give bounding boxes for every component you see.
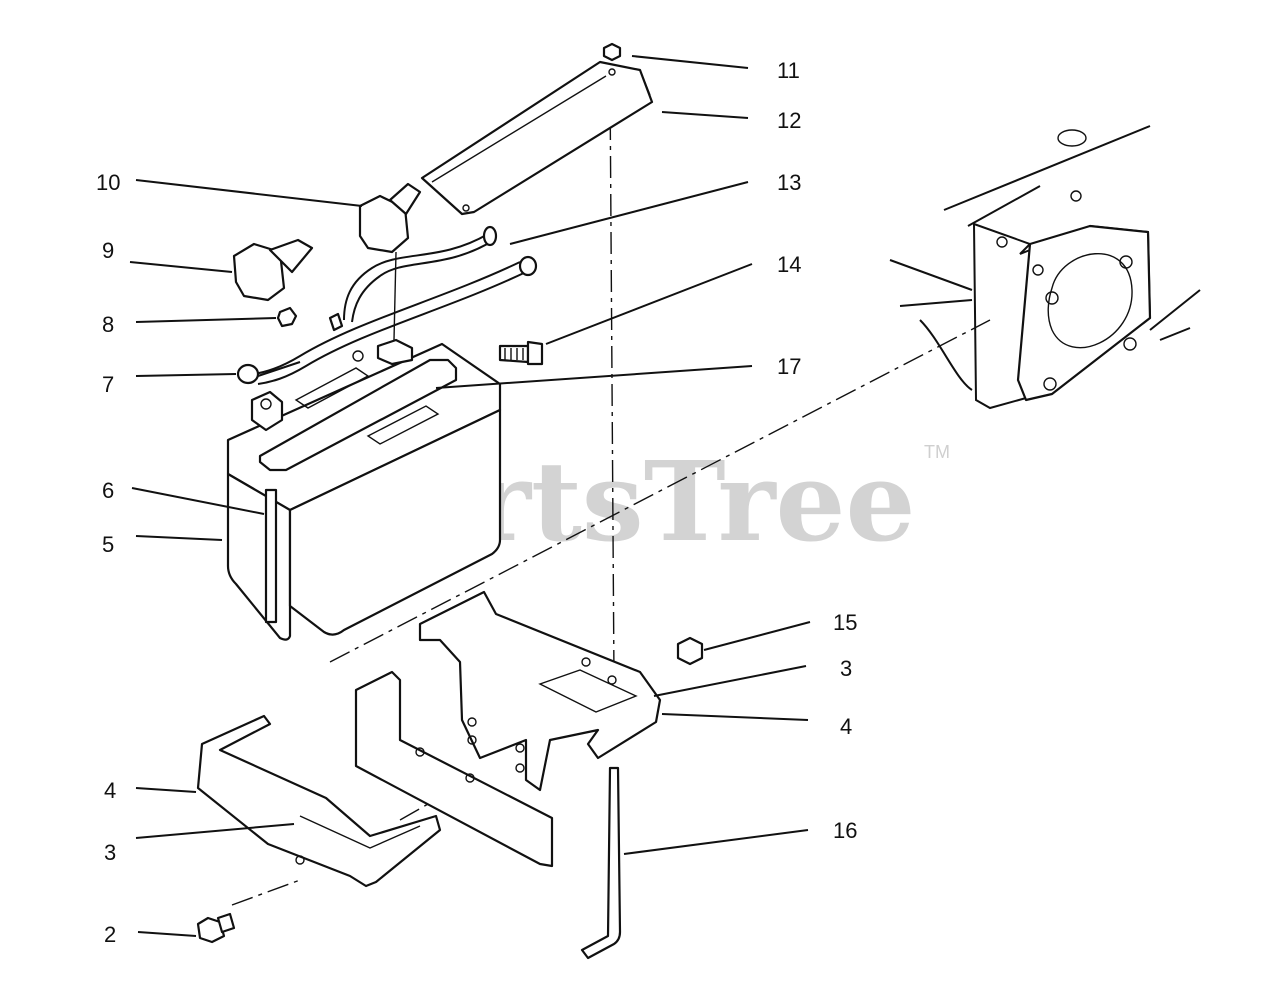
mounting-plate	[354, 670, 554, 868]
strap-nut	[602, 42, 622, 62]
callout-14: 14	[777, 252, 801, 277]
ring-terminal	[236, 361, 301, 385]
alignment-line-vertical	[609, 79, 615, 681]
terminal-boot-10	[358, 182, 422, 254]
hold-down-strap	[420, 60, 654, 216]
callout-4-right: 4	[840, 714, 852, 739]
callout-9: 9	[102, 238, 114, 263]
watermark-trademark: TM	[924, 442, 950, 462]
callout-3-right: 3	[840, 656, 852, 681]
callout-15: 15	[833, 610, 857, 635]
callout-16: 16	[833, 818, 857, 843]
leader-lines	[129, 55, 811, 937]
callout-2: 2	[104, 922, 116, 947]
callout-6: 6	[102, 478, 114, 503]
battery-cables	[253, 225, 538, 385]
alignment-line-diagonal	[329, 319, 991, 663]
bracket-nut	[676, 636, 704, 666]
callout-10: 10	[96, 170, 120, 195]
frame-chassis	[889, 125, 1201, 410]
callout-11: 11	[777, 58, 800, 83]
callout-12: 12	[777, 108, 801, 133]
terminal-boot-9	[232, 238, 314, 302]
callout-labels: 11 12 10 13 9 14 8 7 17 6 5 15 3 4 4 3 1…	[96, 58, 857, 947]
alignment-line-bolt	[231, 879, 301, 906]
callout-13: 13	[777, 170, 801, 195]
tray-bolt	[196, 912, 236, 944]
hold-down-rod-16	[580, 766, 622, 960]
callout-3-left: 3	[104, 840, 116, 865]
battery-support-bracket	[418, 590, 662, 792]
terminal-nut	[276, 306, 344, 332]
callout-7: 7	[102, 372, 114, 397]
lower-tray	[196, 714, 442, 888]
callout-17: 17	[777, 354, 801, 379]
callout-5: 5	[102, 532, 114, 557]
hold-down-rod-6	[264, 488, 278, 624]
callout-8: 8	[102, 312, 114, 337]
callout-4-left: 4	[104, 778, 116, 803]
terminal-bolt	[498, 340, 544, 366]
